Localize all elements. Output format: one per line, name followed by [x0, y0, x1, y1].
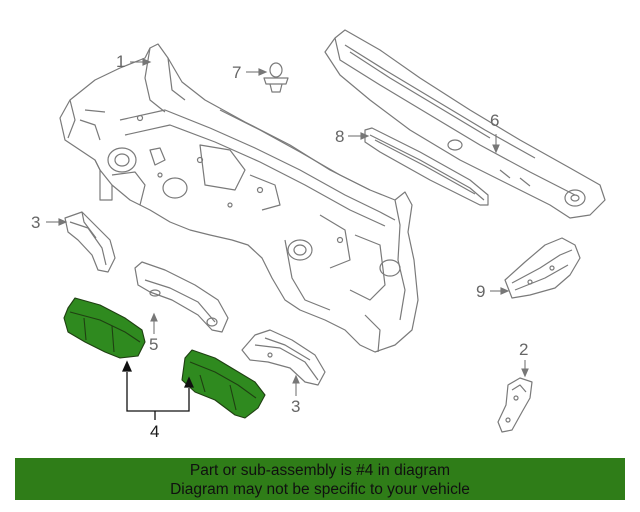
part-7-clip [263, 62, 289, 93]
callout-8: 8 [335, 127, 345, 146]
banner-line-2: Diagram may not be specific to your vehi… [170, 481, 470, 498]
callout-4-bracket [121, 360, 195, 420]
part-3-lower-bracket [241, 329, 326, 386]
part-5-support [134, 261, 229, 333]
banner-line-1: Part or sub-assembly is #4 in diagram [189, 462, 451, 479]
part-4-highlighted [63, 297, 266, 419]
callout-6: 6 [490, 111, 500, 130]
callout-4: 4 [150, 422, 160, 441]
part-3-left-bracket [64, 211, 116, 273]
callout-3-left: 3 [31, 213, 41, 232]
parts-diagram [46, 29, 606, 433]
callout-2: 2 [519, 340, 529, 359]
callout-5: 5 [149, 335, 159, 354]
callout-3-lower: 3 [291, 397, 301, 416]
part-2-small-bracket [497, 377, 533, 433]
part-8-seal [364, 127, 489, 206]
part-6-cowl-panel [324, 29, 606, 219]
callout-9: 9 [476, 282, 486, 301]
info-banner: Part or sub-assembly is #4 in diagram Di… [15, 458, 625, 500]
callout-7: 7 [232, 63, 242, 82]
part-9-bracket [504, 237, 581, 299]
callout-1: 1 [116, 52, 126, 71]
part-1-dash-panel [59, 43, 419, 353]
